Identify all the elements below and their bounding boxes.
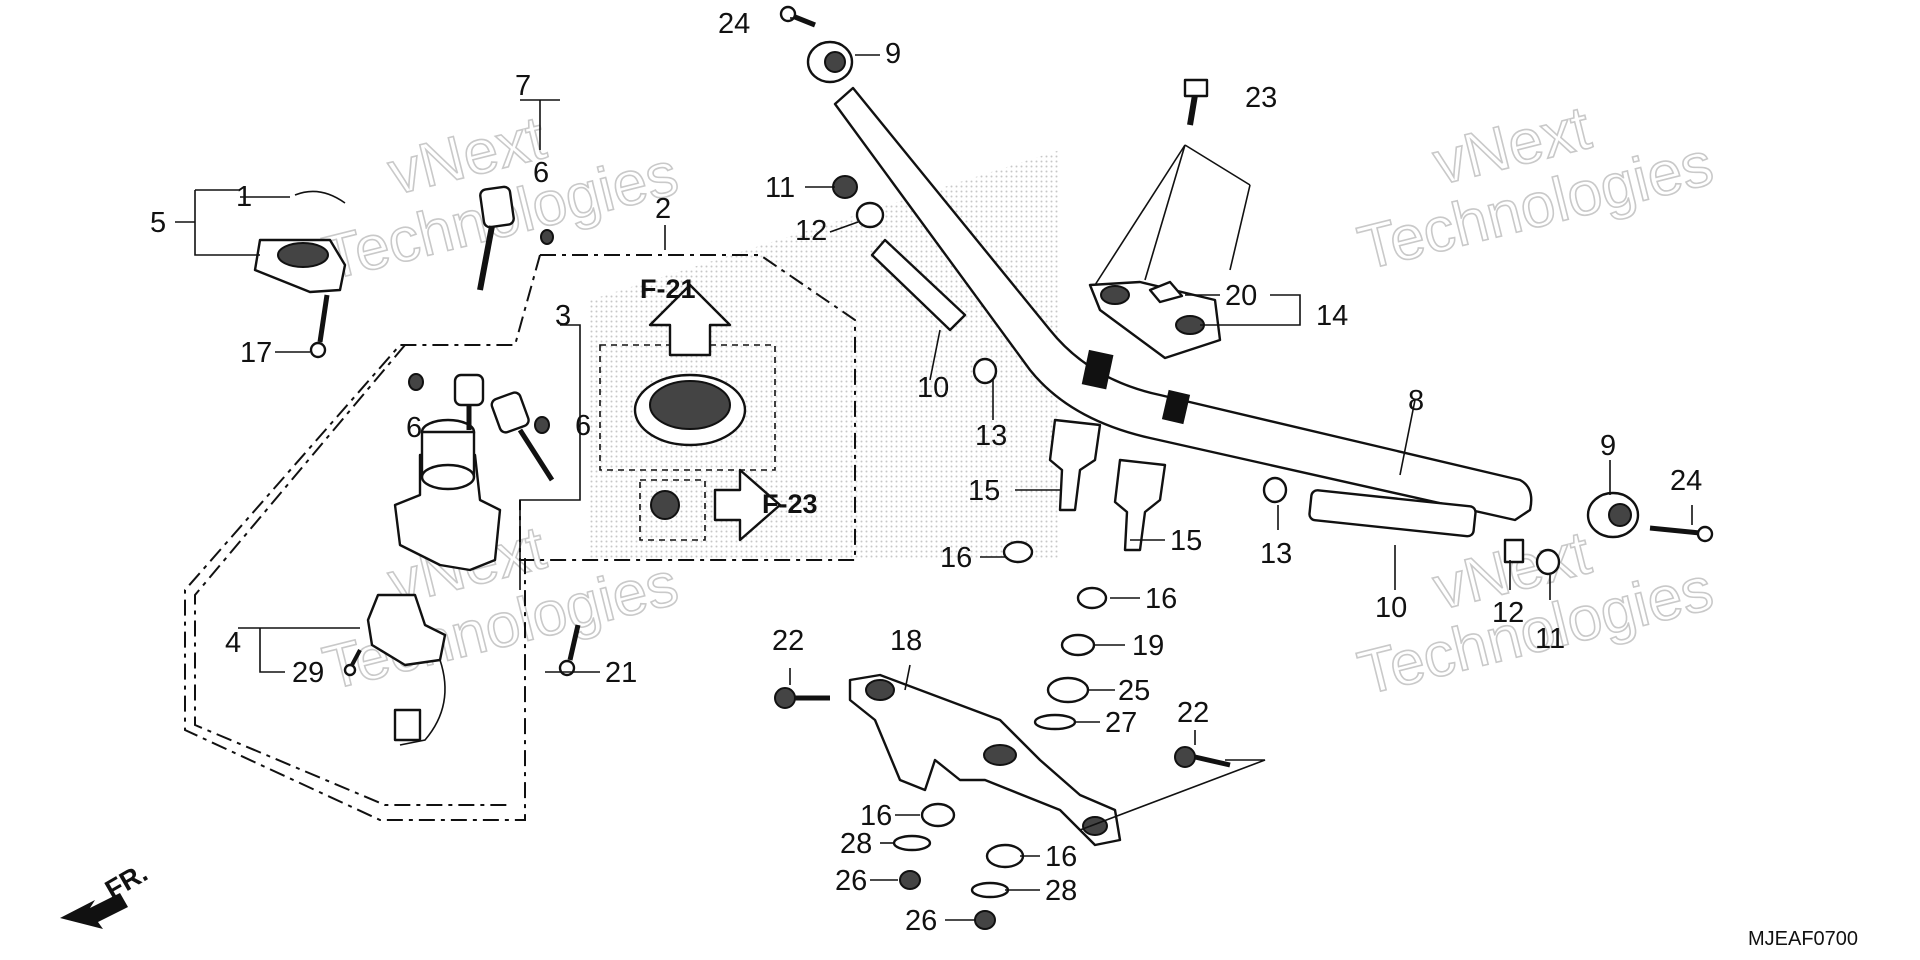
- callout-13: 13: [975, 420, 1007, 452]
- part-callouts: 1 2 3 4 5 6 6 6 7 8 9 9 10 10 11 11 12 1…: [150, 8, 1702, 937]
- callout-3: 3: [555, 300, 571, 332]
- callout-15: 15: [1170, 525, 1202, 557]
- callout-11: 11: [1535, 623, 1565, 655]
- bar-end-top: [806, 40, 854, 84]
- front-direction-arrow: [60, 893, 128, 929]
- callout-18: 18: [890, 625, 922, 657]
- lower-holder-left: [1048, 418, 1102, 512]
- callout-9: 9: [885, 38, 901, 70]
- bolt-24-top: [779, 5, 816, 28]
- callout-29: 29: [292, 657, 324, 689]
- callout-24: 24: [1670, 465, 1702, 497]
- callout-16: 16: [860, 800, 892, 832]
- screws: [309, 229, 581, 677]
- callout-25: 25: [1118, 675, 1150, 707]
- inner-pipe-right: [1308, 489, 1477, 538]
- key-main: [453, 373, 485, 430]
- callout-4: 4: [225, 627, 241, 659]
- callout-19: 19: [1132, 630, 1164, 662]
- callout-26: 26: [905, 905, 937, 937]
- inner-pipe-left: [870, 238, 967, 332]
- circlip: [294, 190, 346, 204]
- callout-17: 17: [240, 337, 272, 369]
- handlebar: [833, 86, 1533, 522]
- bolt-22-left: [774, 687, 830, 709]
- collars: [832, 175, 1561, 930]
- top-bridge: [848, 673, 1122, 847]
- ref-arrow-f21: [648, 283, 732, 357]
- ignition-switch: [393, 418, 502, 572]
- callout-6: 6: [406, 412, 422, 444]
- callout-11: 11: [765, 172, 795, 204]
- callout-6: 6: [575, 410, 591, 442]
- callout-16: 16: [1045, 841, 1077, 873]
- drawing-code: MJEAF0700: [1748, 928, 1858, 950]
- callout-2: 2: [655, 193, 671, 225]
- fuel-cap: [633, 373, 747, 520]
- callout-15: 15: [968, 475, 1000, 507]
- callout-9: 9: [1600, 430, 1616, 462]
- callout-24: 24: [718, 8, 750, 40]
- callout-12: 12: [1492, 597, 1524, 629]
- callout-6: 6: [533, 157, 549, 189]
- callout-10: 10: [1375, 592, 1407, 624]
- key-spare: [490, 391, 555, 482]
- bolt-23: [1183, 78, 1209, 126]
- callout-12: 12: [795, 215, 827, 247]
- callout-23: 23: [1245, 82, 1277, 114]
- reference-f21[interactable]: F-21: [640, 274, 696, 304]
- front-direction-label: FR.: [100, 857, 153, 905]
- callout-22: 22: [772, 625, 804, 657]
- callout-10: 10: [917, 372, 949, 404]
- callout-22: 22: [1177, 697, 1209, 729]
- callout-28: 28: [840, 828, 872, 860]
- callout-7: 7: [515, 70, 531, 102]
- callout-20: 20: [1225, 280, 1257, 312]
- lower-holder-right: [1113, 458, 1167, 552]
- callout-16: 16: [1145, 583, 1177, 615]
- callout-16: 16: [940, 542, 972, 574]
- callout-28: 28: [1045, 875, 1077, 907]
- bolt-24-right: [1649, 525, 1714, 543]
- callout-5: 5: [150, 207, 166, 239]
- callout-8: 8: [1408, 385, 1424, 417]
- callout-13: 13: [1260, 538, 1292, 570]
- lock-cover: [253, 238, 347, 294]
- upper-holder: [1088, 280, 1222, 360]
- ref-arrow-f23: [713, 468, 782, 542]
- seat-lock: [366, 593, 447, 746]
- key-set-7: [477, 185, 515, 291]
- bolt-22-right: [1174, 746, 1231, 768]
- callout-27: 27: [1105, 707, 1137, 739]
- leader-lines: [175, 17, 1693, 921]
- bar-end-right: [1586, 491, 1640, 539]
- callout-14: 14: [1316, 300, 1348, 332]
- callout-26: 26: [835, 865, 867, 897]
- callout-21: 21: [605, 657, 637, 689]
- reference-f23[interactable]: F-23: [762, 489, 818, 519]
- callout-1: 1: [236, 181, 252, 213]
